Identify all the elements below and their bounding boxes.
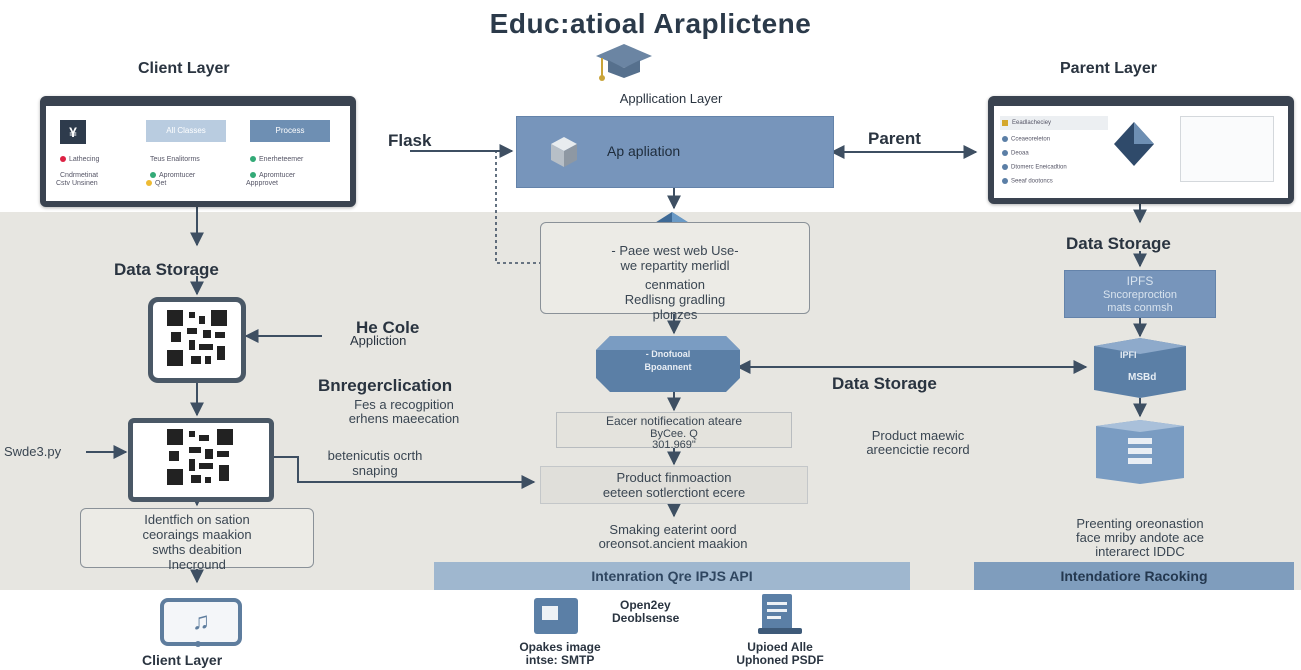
client-layer-bottom-label: Client Layer [142,652,223,668]
cube-icon [551,137,577,167]
item-icon [1002,178,1008,184]
open-db-label-2: Deoblsense [612,611,680,625]
app-logo-icon: ¥ [60,120,86,144]
parent-tablet-item[interactable]: Deoaa [1002,150,1029,157]
item-icon [1002,136,1008,142]
stack-label-2: MSBd [1128,372,1157,383]
all-classes-button[interactable]: All Classes [146,120,226,142]
tablet-row: Teus Enalitorms [150,156,200,163]
upload-label-1: Upioed Alle [747,640,813,654]
flask-label: Flask [388,131,432,150]
detection-label-2: snaping [352,463,398,478]
client-tablet: ¥ All Classes Process Lathecing Teus Ena… [40,96,356,207]
status-dot-icon [250,156,256,163]
component-hexagon [596,336,740,392]
status-dot-icon [146,180,152,187]
client-data-storage-label: Data Storage [114,260,219,279]
parent-data-storage-label: Data Storage [1066,234,1171,253]
open-db-label-1: Open2ey [620,598,671,612]
ipfs-box: IPFS Sncoreproction mats conmsh [1064,270,1216,318]
notification-box: Eacer notifiecation ateare ByCee. Q 301.… [556,412,792,451]
qr-scanner [128,418,274,502]
qr-phone [148,297,246,383]
upload-file-icon [758,594,802,634]
tablet-row: Apromtucer [150,172,195,179]
image-label-1: Opakes image [519,640,601,654]
process-button[interactable]: Process [250,120,330,142]
status-dot-icon [60,156,66,163]
client-device: ♫ [160,598,242,646]
smtp-text-1: Smaking eaterint oord [609,522,737,537]
qr-app-title: He Cole [356,318,420,337]
parent-tablet: Eeadlacheciey Cceaeoreleton Deoaa Dtomer… [988,96,1294,204]
presenting-label-2: face mriby andote ace [1076,530,1204,545]
integration-api-bar: Intenration Qre IPJS API [434,562,910,590]
stack-label-1: IPFI [1120,350,1137,360]
client-layer-label: Client Layer [138,60,230,77]
registration-sub-2: erhens maeecation [348,411,460,426]
device-button-icon [195,641,201,647]
item-icon [1002,150,1008,156]
parent-product-label-2: areencictie record [866,442,970,457]
tablet-row: Qet [146,180,166,187]
status-dot-icon [250,172,256,179]
side-input-label: Swde3.py [4,444,62,459]
parent-product-label-1: Product maewic [871,428,965,443]
product-box: Product finmoaction eeteen sotlerctiont … [540,466,808,504]
storage-cube-icon [1094,338,1186,398]
component-label-2: Bpoannent [644,362,692,372]
parent-layer-label: Parent Layer [1060,60,1157,77]
image-label-2: intse: SMTP [525,653,595,667]
description-box: - Paee west web Use- we repartity merlid… [540,222,810,322]
qr-app-subtitle: Appliction [350,333,407,348]
ranking-bar: Intendatiore Racoking [974,562,1294,590]
qr-code-icon [167,310,227,366]
folder-icon [1002,120,1008,126]
qr-scan-icon [167,429,233,485]
registration-label: Bnregerclication [318,376,453,395]
status-dot-icon [150,172,156,179]
parent-label: Parent [868,129,921,148]
parent-tablet-item[interactable]: Eeadlacheciey [1000,116,1108,130]
item-icon [1002,164,1008,170]
center-data-storage-label: Data Storage [832,374,937,393]
tablet-row: Cndrmetinat [60,172,99,179]
component-label-1: - Dnofuoal [645,349,691,359]
tablet-row: Apromtucer [250,172,295,179]
tablet-row: Appprovet [246,180,278,187]
parent-tablet-item[interactable]: Cceaeoreleton [1002,136,1050,143]
detection-label-1: betenicutis ocrth [327,448,423,463]
tablet-row: Cstv Unsinen [56,180,98,187]
parent-tablet-item[interactable]: Seeaf dootoncs [1002,178,1053,185]
presenting-label-3: interarect IDDC [1095,544,1185,559]
parent-preview-panel [1180,116,1274,182]
tablet-row: Lathecing [60,156,99,163]
music-note-icon: ♫ [192,608,210,635]
smtp-text-2: oreonsot.ancient maakion [598,536,748,551]
application-layer-label: Appllication Layer [619,91,723,106]
tablet-row: Enerheteemer [250,156,303,163]
application-box-label: Ap apliation [607,143,681,159]
upload-label-2: Uphoned PSDF [736,653,824,667]
diamond-logo-icon [1114,122,1154,166]
identification-box: Identfich on sation ceoraings maakion sw… [80,508,314,572]
presenting-label-1: Preenting oreonastion [1076,516,1204,531]
image-icon [534,598,578,634]
diagram-title: Educ:atioal Araplictene [489,8,812,39]
server-icon [1096,420,1184,484]
parent-tablet-item[interactable]: Dtomerc Eneicadtion [1002,164,1067,171]
registration-sub-1: Fes a recogpition [354,397,454,412]
application-box: Ap apliation [516,116,834,188]
graduation-cap-icon [596,44,652,81]
